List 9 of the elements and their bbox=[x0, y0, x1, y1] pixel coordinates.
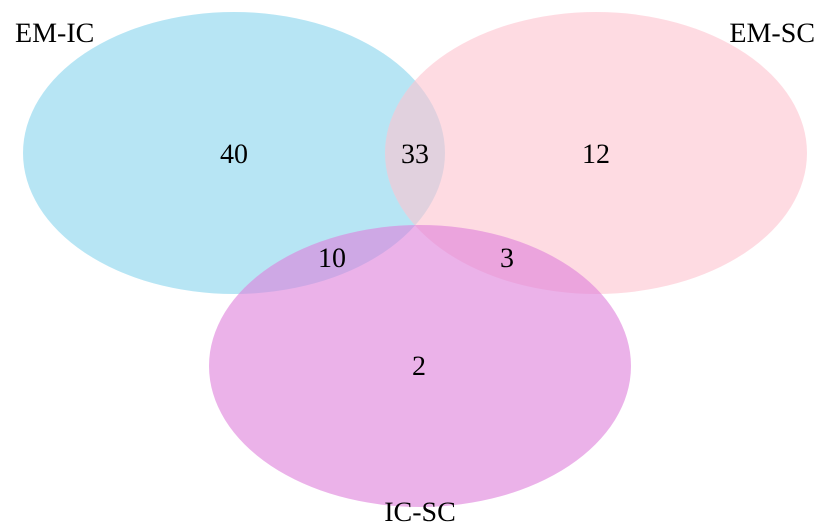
region-count: 33 bbox=[401, 141, 429, 169]
region-count: 3 bbox=[500, 245, 514, 273]
region-count: 12 bbox=[582, 141, 610, 169]
region-count: 40 bbox=[220, 141, 248, 169]
region-count: 2 bbox=[412, 353, 426, 381]
set-label: EM-SC bbox=[729, 20, 815, 48]
region-count: 10 bbox=[318, 245, 346, 273]
set-label: EM-IC bbox=[15, 20, 94, 48]
set-label: IC-SC bbox=[384, 499, 456, 527]
